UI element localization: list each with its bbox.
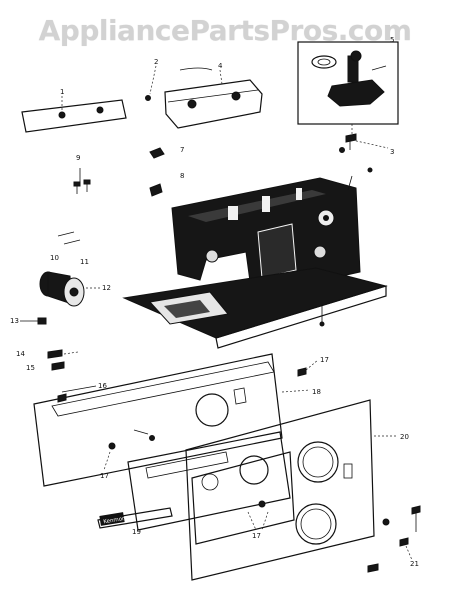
callout-8: 8 <box>180 172 184 180</box>
callout-10: 10 <box>50 254 59 262</box>
part-3-inset-mechanism <box>297 41 399 173</box>
callout-12: 12 <box>102 284 111 292</box>
callout-3: 3 <box>390 148 394 156</box>
callout-1: 1 <box>60 88 64 96</box>
callout-17-bottom: 17 <box>252 532 261 540</box>
callout-14: 14 <box>16 350 25 358</box>
callout-17-top: 17 <box>320 356 329 364</box>
callout-20: 20 <box>400 433 409 441</box>
part-20-front-panel <box>185 399 398 581</box>
motor-assembly <box>20 231 100 325</box>
sewing-machine-bed <box>122 267 388 349</box>
callout-7: 7 <box>180 146 184 154</box>
callout-labels: 1 2 3 4 5 7 8 9 10 11 12 13 14 15 16 17 … <box>10 36 419 568</box>
part-4-top-cover <box>145 65 263 129</box>
part-18-upper-panel <box>33 353 319 487</box>
part-1-cover-plate <box>21 96 127 133</box>
screws-7-8-9 <box>73 147 165 197</box>
callout-15: 15 <box>26 364 35 372</box>
part-16-trim-strip <box>61 385 97 393</box>
screws-14-15 <box>47 349 79 371</box>
callout-19: 19 <box>132 528 141 536</box>
callout-17-left: 17 <box>100 472 109 480</box>
part-21-screws <box>367 505 421 573</box>
nameplate-text: Kenmore <box>103 515 129 525</box>
callout-13: 13 <box>10 317 19 325</box>
sewing-machine-head <box>171 175 361 297</box>
callout-16: 16 <box>98 382 107 390</box>
part-19-nameplate: Kenmore <box>97 507 173 529</box>
callout-2: 2 <box>154 58 158 66</box>
callout-9: 9 <box>76 154 80 162</box>
callout-21: 21 <box>410 560 419 568</box>
callout-4: 4 <box>218 62 223 70</box>
callout-5: 5 <box>390 36 394 44</box>
callout-11: 11 <box>80 258 89 266</box>
callout-18: 18 <box>312 388 321 396</box>
middle-panel <box>127 431 291 531</box>
